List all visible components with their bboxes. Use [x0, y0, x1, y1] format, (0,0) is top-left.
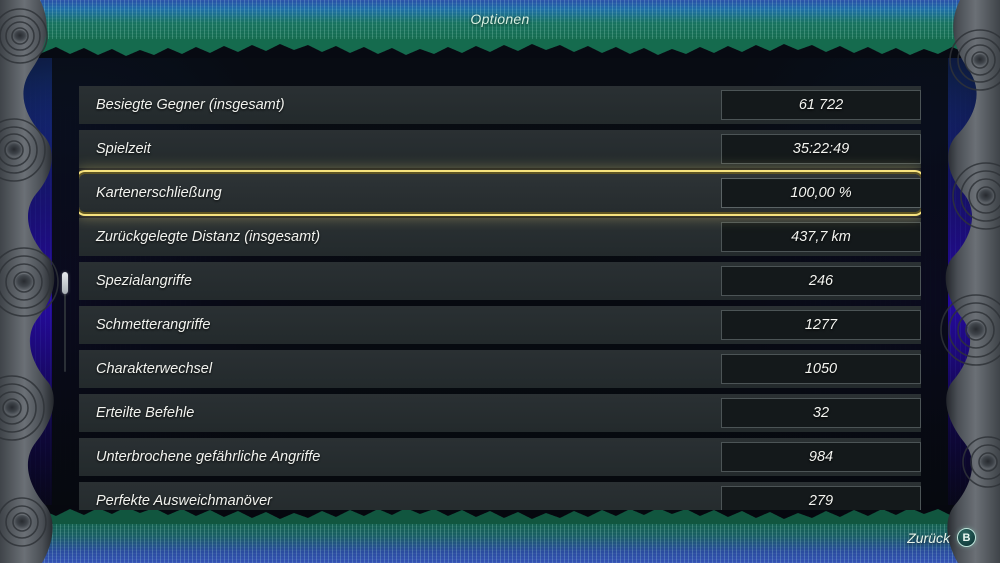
stat-value-box: 279 — [721, 486, 921, 510]
top-banner — [0, 0, 1000, 58]
stat-value: 246 — [808, 273, 834, 289]
table-row[interactable]: Zurückgelegte Distanz (insgesamt) 437,7 k… — [79, 218, 921, 256]
bottom-banner — [0, 505, 1000, 563]
stat-label: Spezialangriffe — [96, 273, 192, 289]
stat-label: Zurückgelegte Distanz (insgesamt) — [96, 229, 321, 245]
stat-label: Erteilte Befehle — [96, 405, 195, 421]
top-banner-jagged-edge — [0, 39, 1000, 58]
scrollbar-thumb[interactable] — [62, 272, 68, 294]
stat-label: Kartenerschließung — [96, 185, 222, 201]
stat-value-box: 1277 — [721, 310, 921, 340]
stat-value: 100,00 % — [790, 185, 852, 201]
stat-value-box: 1050 — [721, 354, 921, 384]
b-button-icon: B — [957, 528, 976, 547]
stat-value-box: 61 722 — [721, 90, 921, 120]
table-row[interactable]: Besiegte Gegner (insgesamt) 61 722 — [79, 86, 921, 124]
table-row[interactable]: Kartenerschließung 100,00 % — [79, 174, 921, 212]
stat-label: Unterbrochene gefährliche Angriffe — [96, 449, 321, 465]
stat-value: 35:22:49 — [792, 141, 850, 157]
table-row[interactable]: Schmetterangriffe 1277 — [79, 306, 921, 344]
table-row[interactable]: Perfekte Ausweichmanöver 279 — [79, 482, 921, 510]
scrollbar-track[interactable] — [64, 272, 66, 372]
table-row[interactable]: Spielzeit 35:22:49 — [79, 130, 921, 168]
table-row[interactable]: Charakterwechsel 1050 — [79, 350, 921, 388]
table-row[interactable]: Spezialangriffe 246 — [79, 262, 921, 300]
stone-pillar-left — [0, 0, 59, 563]
stat-label: Charakterwechsel — [96, 361, 213, 377]
stat-value-box: 35:22:49 — [721, 134, 921, 164]
back-button[interactable]: Zurück B — [907, 528, 976, 547]
back-button-label: Zurück — [907, 529, 950, 546]
stone-pillar-right — [940, 0, 1000, 563]
stat-value-box: 246 — [721, 266, 921, 296]
stat-label: Besiegte Gegner (insgesamt) — [96, 97, 285, 113]
stat-value: 32 — [812, 405, 830, 421]
stat-value-box: 100,00 % — [721, 178, 921, 208]
stat-label: Perfekte Ausweichmanöver — [96, 493, 272, 509]
stat-label: Schmetterangriffe — [96, 317, 211, 333]
stat-value: 1050 — [804, 361, 838, 377]
stat-value: 1277 — [804, 317, 838, 333]
table-row[interactable]: Unterbrochene gefährliche Angriffe 984 — [79, 438, 921, 476]
stat-value: 984 — [808, 449, 834, 465]
stat-value-box: 437,7 km — [721, 222, 921, 252]
stat-value: 437,7 km — [791, 229, 851, 245]
stat-value-box: 984 — [721, 442, 921, 472]
stat-value-box: 32 — [721, 398, 921, 428]
stat-label: Spielzeit — [96, 141, 151, 157]
scrollbar[interactable] — [62, 272, 68, 372]
stat-value: 61 722 — [798, 97, 844, 113]
stat-value: 279 — [808, 493, 834, 509]
page-title: Optionen — [470, 11, 530, 27]
table-row[interactable]: Erteilte Befehle 32 — [79, 394, 921, 432]
